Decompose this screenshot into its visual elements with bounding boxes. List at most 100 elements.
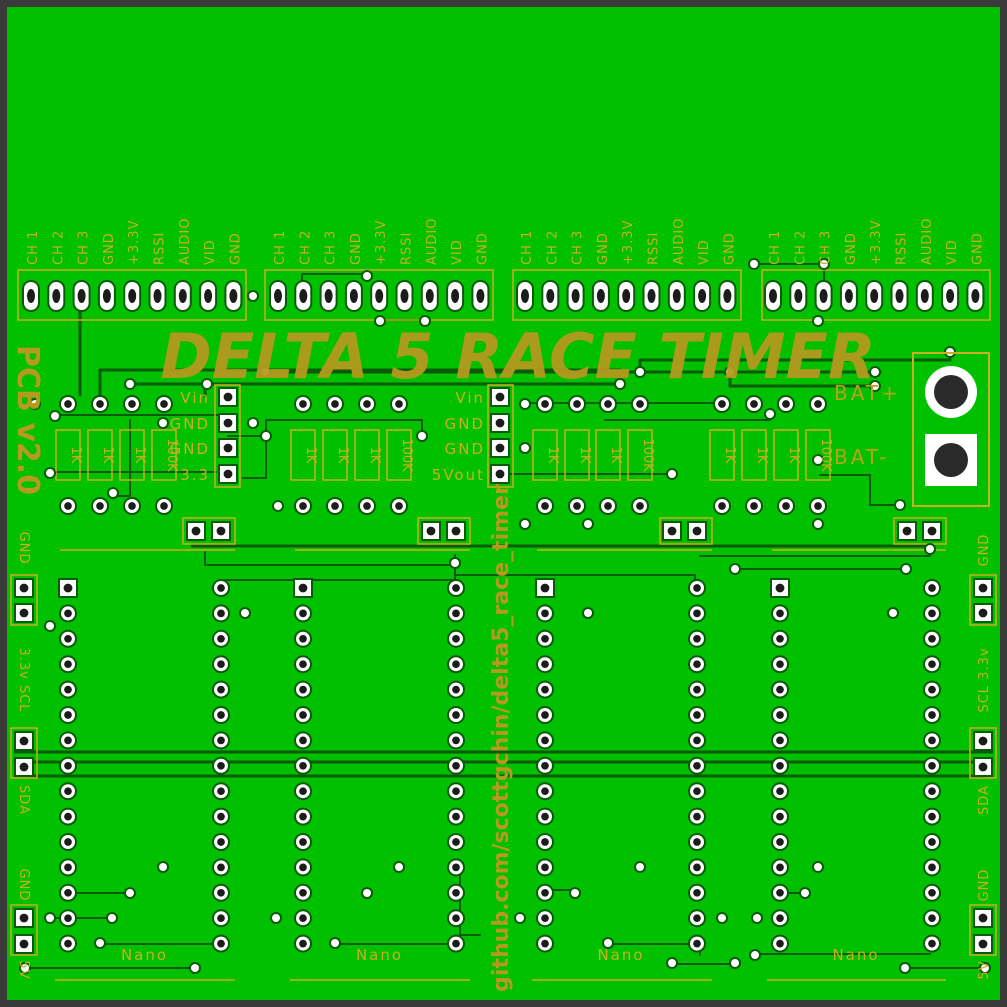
receiver-pin-label: CH 2 [545,230,560,265]
pad-drill [776,838,784,846]
silk-outline [354,429,380,481]
via [376,317,384,325]
silk-outline [893,517,947,545]
repo-url: github.com/scottgchin/delta5_race_timer [489,484,514,992]
copper-track [819,474,901,506]
pad-drill [928,939,936,948]
via [191,964,199,972]
pad-drill [546,289,555,303]
power-header-left-label: GND [170,415,210,433]
pad-drill [452,812,460,821]
pad-drill [495,418,505,428]
pad-drill [452,888,460,897]
pad-drill [64,502,72,510]
pad-drill [299,289,308,303]
pad-drill [541,609,549,618]
pad-drill [64,888,72,897]
silk-outline [532,429,558,481]
pad-drill [217,863,225,872]
pad-drill [128,400,136,408]
copper-track [204,551,456,566]
pad-drill [217,584,225,592]
pad-drill [978,736,988,746]
pad-drill [363,502,371,510]
via [814,456,822,464]
pad-drill [693,787,701,796]
via [753,914,761,922]
right-edge-label: GND [977,869,992,902]
board-title: DELTA 5 RACE TIMER [160,320,875,393]
pad-drill [928,660,936,669]
silk-outline [417,517,471,545]
via [604,939,612,947]
power-header-left-label: 3.3 [180,466,210,484]
receiver-pin-label: CH 1 [520,230,535,265]
pcb-version: PCB v2.0 [10,345,45,495]
silk-outline [119,429,145,481]
silk-outline [805,429,831,481]
pad-drill [204,289,213,303]
pad-drill [573,400,581,408]
pad-drill [693,838,701,846]
pad-drill [902,526,912,536]
pad-drill [692,526,702,536]
pad-drill [693,812,701,821]
pad-drill [324,289,333,303]
pad-drill [776,736,784,745]
silk-outline [87,429,113,481]
receiver-pin-label: GND [970,232,985,265]
pad-drill [64,400,72,408]
receiver-pin-label: GND [228,232,243,265]
pad-drill [425,289,434,303]
via [363,889,371,897]
pad-drill [299,400,307,408]
pad-drill [776,888,784,897]
via [766,410,774,418]
via [126,380,134,388]
pad-drill [541,685,549,694]
pad-drill [541,914,549,923]
via [159,419,167,427]
pad-drill [299,736,307,745]
via [262,432,270,440]
via [718,914,726,922]
receiver-pin-label: RSSI [153,232,168,265]
resistor-value: 1K [608,447,623,464]
pad-drill [718,400,726,408]
pad-drill [400,289,409,303]
pad-drill [63,583,73,593]
receiver-pin-label: VID [945,239,960,265]
nano-label: Nano [597,946,644,964]
pad-drill [299,609,307,618]
via [814,317,822,325]
pad-drill [452,838,460,846]
pad-drill [571,289,580,303]
silk-outline [512,269,742,321]
pad-drill [978,762,988,772]
silk-outline [182,517,236,545]
pad-drill [495,392,505,402]
silk-outline [969,904,997,956]
via [889,609,897,617]
pad-drill [217,914,225,923]
receiver-pin-label: CH 2 [298,230,313,265]
left-edge-label: GND [16,532,31,565]
receiver-pin-label: CH 3 [77,230,92,265]
resistor-value: 100K [640,438,655,472]
pad-drill [541,736,549,745]
pad-drill [160,400,168,408]
receiver-pin-label: CH 2 [793,230,808,265]
pad-drill [299,863,307,872]
pad-drill [693,863,701,872]
pad-drill [19,736,29,746]
receiver-pin-label: CH 1 [273,230,288,265]
pad-drill [451,526,461,536]
pad-drill [750,502,758,510]
pad-drill [769,289,777,303]
resistor-value: 1K [754,447,769,464]
via [871,368,879,376]
receiver-pin-label: CH 3 [819,230,834,265]
receiver-pin-label: AUDIO [920,218,935,266]
pad-drill [604,502,612,510]
